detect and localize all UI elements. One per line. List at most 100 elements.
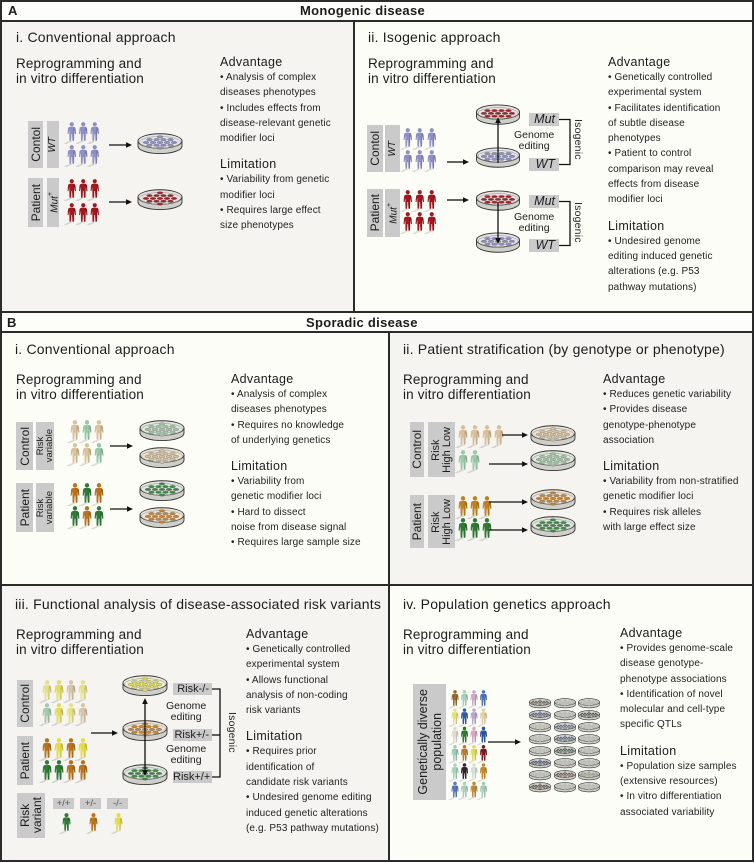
dish-label-mut: Mut [529,195,559,208]
panel-subtitle: Reprogramming and in vitro differentiati… [368,56,496,86]
cell [567,715,571,717]
cell [594,712,597,715]
cell [149,141,157,144]
cell [583,727,587,729]
cell [538,726,542,728]
cell [589,739,592,741]
cell [562,715,565,717]
cell [536,762,539,764]
cell [565,724,568,727]
person-figure [467,726,478,746]
cell [563,788,567,790]
person-figure [90,483,104,507]
cell [581,739,584,741]
cell [587,788,591,790]
cell [539,435,546,439]
advantage-item: • Includes effects from disease-relevant… [220,102,331,145]
cell [537,784,540,787]
cell [534,763,538,765]
person-figure [466,425,480,449]
cell [538,714,542,716]
limitation-heading: Limitation [608,218,665,233]
cell [534,736,538,739]
cell [532,763,535,765]
arrow [142,698,148,731]
culture-dish [530,489,576,510]
cell [570,724,573,727]
cell [160,194,167,198]
cell [563,738,567,740]
cell [560,521,567,525]
cell [587,764,591,766]
cell [530,750,534,752]
cell [165,515,173,518]
cell [144,455,152,458]
cell [595,750,599,752]
cell [505,200,512,204]
cell [561,738,564,740]
cell [491,114,498,118]
genotype-label-sup: + [386,202,394,207]
cell [158,520,166,524]
person-figure [457,744,469,764]
cell [591,703,595,705]
cell [559,739,563,741]
cell [172,515,180,518]
panel-subtitle: Reprogramming and in vitro differentiati… [403,627,531,657]
cell [581,760,584,763]
cell [570,703,573,705]
cell [162,457,169,461]
cell [167,199,174,203]
group-label-patient: Patient [410,495,424,548]
cell [559,715,563,717]
cell [594,727,597,729]
advantage-item: • Genetically controlled experimental sy… [246,644,351,671]
cell [167,143,174,147]
cell [571,738,575,740]
cell [542,724,546,727]
cell [566,702,569,704]
genotype-label-text: WT [386,140,398,157]
cell [542,751,546,753]
limitation-item: • Variability from genetic modifier loci [220,174,330,201]
genotype-label-sup: + [46,192,54,197]
group-label-text: Patient [17,488,32,527]
cell [542,772,546,775]
cell [562,739,565,741]
cell [563,762,567,764]
cell [160,138,167,142]
cell [586,772,589,775]
cell [542,748,546,751]
person-figure [38,703,52,727]
cell [539,455,546,459]
person-figure [448,781,459,801]
cell [557,700,560,703]
cell [538,771,542,773]
cell [570,715,573,717]
cell [557,751,560,753]
cell [582,702,585,704]
cell [544,774,547,776]
genotype-label-text: WT [47,136,58,153]
person-figure [86,179,99,202]
cell [587,759,591,761]
cell [591,772,595,775]
cell [562,736,565,739]
cell [570,751,573,753]
cell [542,787,546,789]
cell [534,775,538,777]
culture-dish [554,734,576,745]
cell [570,748,573,751]
cell [582,714,585,716]
culture-dish [137,189,183,210]
cell [155,485,162,489]
cell [491,200,498,204]
cell [142,141,150,144]
cell [538,762,542,764]
cell [567,748,571,751]
cell [131,730,138,734]
person-figure [467,781,478,801]
cell [501,240,509,243]
culture-dish [530,425,576,446]
cell [538,723,542,725]
